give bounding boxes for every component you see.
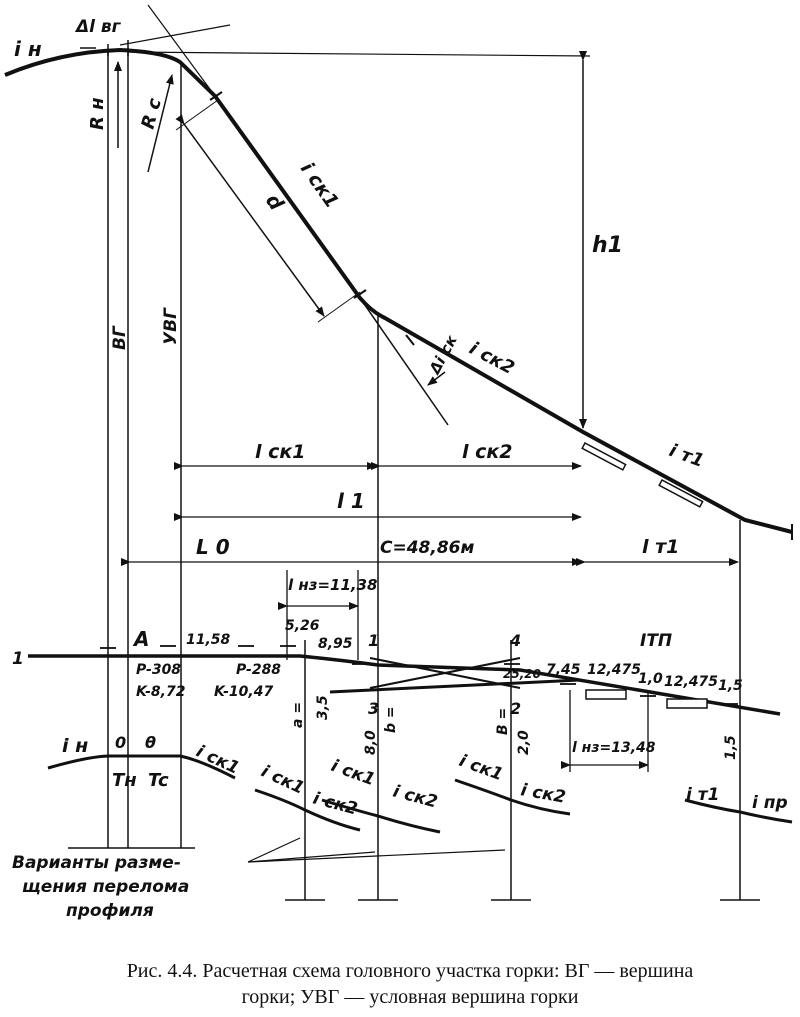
label-i-ck1-b4: i ск1	[456, 751, 505, 785]
label-uvg: УВГ	[161, 307, 181, 345]
label-variants-2: щения перелома	[22, 877, 189, 897]
label-track1: 1	[12, 649, 24, 669]
hump-profile-curve	[4, 47, 793, 534]
tangent-line-upper	[147, 4, 216, 97]
label-l-nz1: l нз=11,38	[288, 576, 377, 594]
pointer-line-1	[247, 837, 301, 863]
label-12475b: 12,475	[664, 674, 718, 690]
h1-top-line	[127, 51, 591, 57]
label-zero: 0	[115, 733, 126, 752]
label-p308: P-308	[136, 662, 181, 678]
label-526: 5,26	[285, 618, 320, 634]
label-i-t1-top: i т1	[666, 440, 706, 472]
label-delta-i: Δi ск	[425, 331, 461, 377]
label-l1: l 1	[337, 489, 365, 513]
variant-2-curve	[254, 788, 361, 832]
label-variants-1: Варианты разме-	[12, 853, 181, 873]
label-i-t1-b5: i т1	[686, 785, 719, 805]
track-plan	[28, 645, 781, 716]
label-745: 7,45	[546, 662, 581, 678]
d-dimension-line	[175, 114, 325, 317]
rc-arrow	[147, 74, 174, 173]
label-c: C=48,86м	[380, 538, 474, 558]
label-n1: 1	[368, 631, 379, 650]
label-10: 1,0	[638, 671, 663, 687]
label-i-ck1-b3: i ск1	[328, 756, 377, 790]
label-i-n-top: i н	[14, 37, 42, 61]
d-ext-2	[317, 291, 361, 323]
label-n2: 2	[510, 699, 521, 718]
vertical-lines	[68, 48, 760, 901]
track-1	[28, 654, 781, 716]
label-a-eq: a =	[290, 702, 306, 728]
label-1158: 11,58	[186, 632, 231, 648]
label-rn: R н	[87, 97, 108, 130]
itp-retarder-1	[585, 689, 627, 700]
d-ext-1	[175, 99, 219, 131]
label-i-pr-b5: i пр	[752, 793, 788, 813]
profile-tick-ck2-start	[405, 334, 415, 346]
label-15b: 1,5	[723, 735, 739, 760]
label-rc: R c	[138, 96, 166, 132]
label-b-eq: b =	[383, 706, 399, 733]
profile-variants	[47, 754, 793, 863]
profile-tick-ck1-start	[209, 91, 223, 101]
crossover-2	[369, 657, 521, 689]
dimension-lines	[121, 462, 739, 772]
label-l-nz2: l нз=13,48	[572, 740, 656, 756]
variant-1-curve	[47, 754, 236, 780]
label-delta-l: Δl вг	[74, 17, 122, 37]
variant-3-curve	[321, 798, 441, 834]
label-i-ck2-top: i ск2	[466, 338, 518, 379]
label-a: A	[132, 627, 149, 651]
label-h1: h1	[592, 233, 623, 258]
label-n4: 4	[509, 631, 521, 650]
track-2	[329, 678, 581, 694]
label-80: 8,0	[363, 730, 379, 755]
label-20: 2,0	[516, 730, 532, 755]
label-p288: P-288	[236, 662, 281, 678]
tangent-line-lower	[359, 297, 449, 426]
label-i-ck1-b1: i ск1	[193, 741, 242, 778]
label-l-t1: l т1	[642, 536, 679, 558]
variant-4-curve	[454, 778, 571, 816]
label-l0: L 0	[196, 535, 230, 559]
label-15a: 1,5	[718, 678, 743, 694]
label-2520: 25,20	[503, 667, 541, 681]
delta-i-arrow	[427, 371, 446, 386]
label-itp: IТП	[640, 631, 672, 651]
label-k872: K-8,72	[136, 684, 185, 700]
profile-tick-ck1-end	[353, 289, 367, 299]
label-vg: ВГ	[110, 325, 130, 350]
pointer-line-3	[247, 849, 506, 863]
itp-retarder-2	[666, 698, 708, 709]
variant-5-curve	[684, 798, 793, 824]
profile-itp-bar-1	[581, 441, 627, 471]
profile-itp-bar-2	[658, 478, 704, 508]
label-l-ck2: l ск2	[462, 441, 513, 463]
label-i-ck1-top: i ск1	[296, 158, 343, 212]
caption-line-2: горки; УВГ — условная вершина горки	[241, 986, 579, 1008]
label-n3: 3	[368, 699, 379, 718]
label-12475a: 12,475	[587, 662, 641, 678]
figure-caption: Рис. 4.4. Расчетная схема головного учас…	[40, 958, 780, 1010]
label-tn: Tн	[112, 770, 137, 791]
label-35: 3,5	[315, 695, 331, 720]
label-theta: θ	[145, 733, 156, 752]
label-k1047: K-10,47	[214, 684, 273, 700]
label-l-ck1: l ск1	[255, 441, 306, 463]
label-variants-3: профиля	[66, 901, 154, 921]
profile-group	[4, 4, 793, 540]
label-B-eq: B =	[495, 708, 511, 735]
tangent-line-right	[119, 24, 231, 46]
caption-line-1: Рис. 4.4. Расчетная схема головного учас…	[126, 960, 694, 982]
label-tc: Tc	[148, 770, 169, 791]
label-i-ck2-b3: i ск2	[391, 782, 440, 813]
label-i-n-bot: i н	[62, 735, 88, 757]
label-895: 8,95	[318, 636, 353, 652]
pointer-line-2	[247, 851, 376, 863]
